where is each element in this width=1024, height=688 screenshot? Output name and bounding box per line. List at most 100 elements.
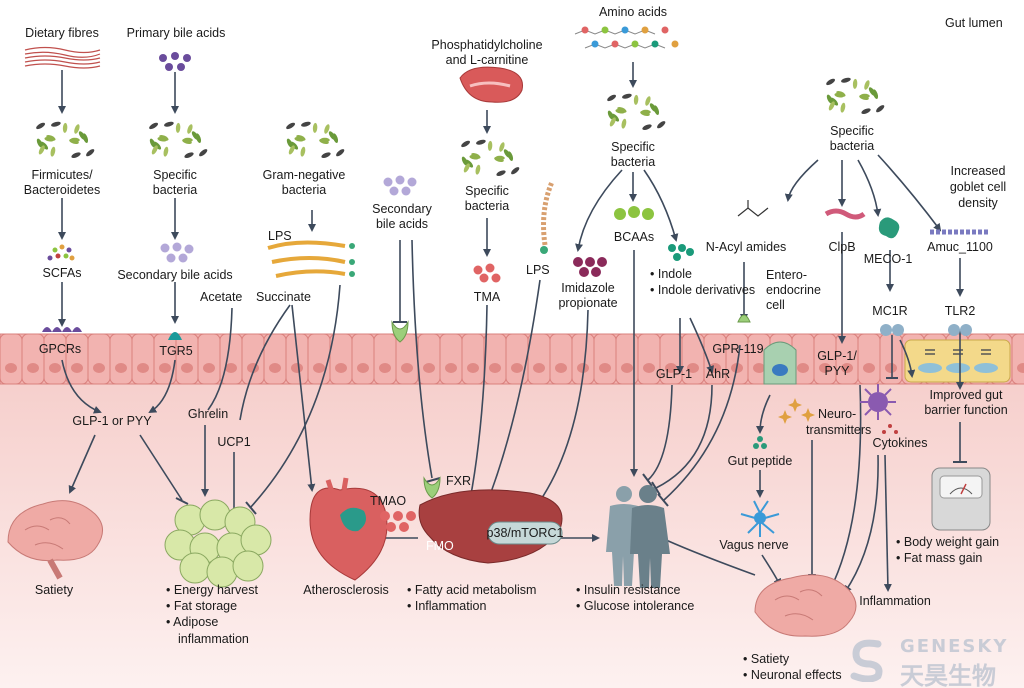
gram-negative-label: Gram-negative	[262, 168, 346, 182]
cytokines-label: Cytokines	[872, 436, 928, 450]
adipose-effect-1: Energy harvest	[166, 582, 258, 598]
satiety-label: Satiety	[34, 583, 74, 597]
clpb-label: ClpB	[828, 240, 856, 254]
improved-gut-label-1: Improved gut	[929, 388, 1003, 402]
specific-bacteria-4-line2: bacteria	[829, 139, 875, 153]
tgr5-label: TGR5	[159, 344, 193, 358]
gpr119-label: GPR-119	[712, 342, 764, 356]
receptor-shapes	[391, 314, 751, 499]
neurotransmitter-sparkles	[778, 398, 815, 424]
lps-left-label: LPS	[268, 229, 292, 243]
brain-satiety-illustration	[7, 500, 103, 580]
meat-illustration	[459, 66, 524, 103]
goblet-cells	[904, 339, 1011, 383]
imidazole-label: Imidazole	[561, 281, 615, 295]
neurotransmitters-label-2: transmitters	[806, 423, 872, 437]
secondary-bile-acids-label-1: Secondary	[372, 202, 432, 216]
density-label: density	[958, 196, 998, 210]
dietary-fibres-label: Dietary fibres	[25, 26, 99, 40]
brain-effect-1: Satiety	[743, 651, 842, 667]
brain-effect-2: Neuronal effects	[743, 667, 842, 683]
secondary-bile-acids-label-2: bile acids	[375, 217, 429, 231]
glp1-or-pyy-label: GLP-1 or PYY	[72, 414, 152, 428]
specific-bacteria-2-line1: Specific	[465, 184, 509, 198]
dietary-fibres-illustration	[24, 46, 101, 69]
scfas-label: SCFAs	[42, 266, 82, 280]
tlr2-label: TLR2	[944, 304, 976, 318]
mc1r-label: MC1R	[872, 304, 908, 318]
vagus-nerve-neuron	[740, 500, 780, 537]
pathway-arrows	[58, 62, 967, 594]
scale-effects-list: Body weight gain Fat mass gain	[896, 534, 999, 566]
specific-bacteria-3-line2: bacteria	[610, 155, 656, 169]
bcaa-molecules	[614, 206, 654, 220]
watermark-chinese: 天昊生物	[900, 662, 996, 688]
liver-effects-list: Fatty acid metabolism Inflammation	[407, 582, 537, 614]
tma-molecules	[473, 263, 501, 283]
glp1-pyy-label-2: PYY	[824, 364, 850, 378]
tmao-molecules	[380, 511, 416, 532]
weighing-scale-illustration	[931, 467, 991, 531]
fmo-label: FMO	[426, 539, 454, 553]
primary-bile-acid-molecules	[159, 52, 191, 71]
meco1-molecule	[878, 217, 900, 239]
amino-acids-label: Amino acids	[598, 5, 668, 19]
indole-derivatives-list: Indole derivatives	[650, 282, 755, 298]
metabolic-effect-1: Insulin resistance	[576, 582, 694, 598]
indole-derivatives-item: Indole derivatives	[650, 282, 755, 298]
tma-label: TMA	[473, 290, 501, 304]
increased-label: Increased	[950, 164, 1006, 178]
intestinal-epithelium	[0, 333, 1024, 385]
lps-right-label: LPS	[526, 263, 550, 277]
vagus-nerve-label: Vagus nerve	[719, 538, 789, 552]
gut-peptide-molecules	[753, 436, 767, 449]
ucp1-label: UCP1	[217, 435, 251, 449]
immune-cell	[860, 384, 898, 434]
improved-gut-label-2: barrier function	[924, 403, 1008, 417]
specific-bacteria-2-line2: bacteria	[464, 199, 510, 213]
carnitine-label: and L-carnitine	[445, 53, 529, 67]
metabolic-effects-list: Insulin resistance Glucose intolerance	[576, 582, 694, 614]
neurotransmitters-label-1: Neuro-	[818, 407, 857, 421]
specific-bacteria-1-line1: Specific	[153, 168, 197, 182]
adipose-effect-2: Fat storage	[166, 598, 258, 614]
acetate-label: Acetate	[200, 290, 243, 304]
enteroendocrine-cell	[763, 341, 797, 385]
secondary-bile-acids-main-label: Secondary bile acids	[117, 268, 233, 282]
indole-list: Indole	[650, 266, 692, 282]
bacteria-clusters	[36, 77, 885, 177]
bacteroidetes-label: Bacteroidetes	[23, 183, 101, 197]
liver-illustration	[418, 489, 563, 564]
specific-bacteria-3-line1: Specific	[611, 140, 655, 154]
mc1r-tlr2-receptors	[880, 324, 972, 336]
glp1-label: GLP-1	[655, 367, 693, 381]
scale-effect-1: Body weight gain	[896, 534, 999, 550]
brain-effects-list: Satiety Neuronal effects	[743, 651, 842, 683]
tmao-label: TMAO	[370, 494, 407, 508]
n-acyl-amide-structure	[737, 200, 769, 217]
metabolic-effect-2: Glucose intolerance	[576, 598, 694, 614]
genesky-logo-icon	[850, 639, 883, 682]
liver-effect-2: Inflammation	[407, 598, 536, 614]
indole-molecules	[668, 244, 694, 261]
primary-bile-acids-label: Primary bile acids	[126, 26, 226, 40]
watermark-english: GENESKY	[900, 636, 1009, 657]
human-figures	[606, 485, 670, 588]
specific-bacteria-4-line1: Specific	[830, 124, 874, 138]
indole-item: Indole	[650, 266, 692, 282]
bcaas-label: BCAAs	[613, 230, 655, 244]
ghrelin-label: Ghrelin	[187, 407, 229, 421]
atherosclerosis-label: Atherosclerosis	[303, 583, 389, 597]
enteroendocrine-label-2: endocrine	[766, 283, 821, 297]
liver-effect-1: Fatty acid metabolism	[407, 582, 537, 598]
imidazole-propionate-molecules	[573, 257, 607, 277]
amuc-label: Amuc_1100	[927, 240, 993, 254]
clpb-protein	[824, 208, 866, 220]
firmicutes-label: Firmicutes/	[31, 168, 93, 182]
adipose-effect-3: Adipose	[166, 614, 258, 630]
inflammation-label: Inflammation	[859, 594, 931, 608]
p38-mtorc1-label: p38/mTORC1	[486, 526, 564, 540]
lps-chains	[267, 181, 555, 278]
